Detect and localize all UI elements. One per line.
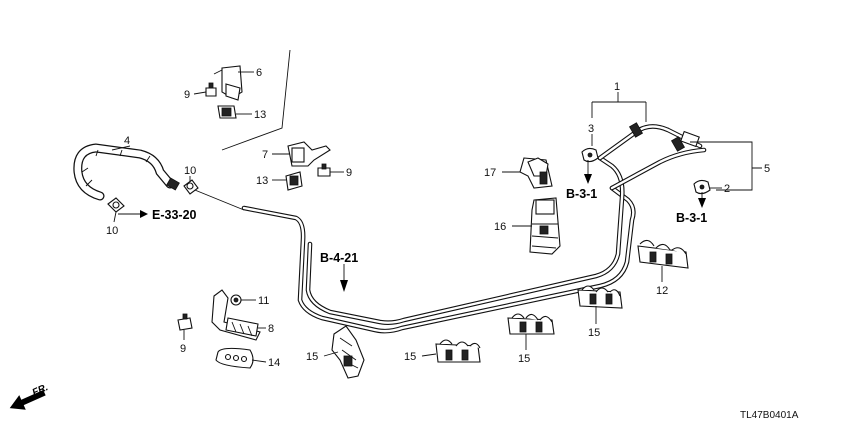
callout-13-top: 13	[254, 109, 266, 121]
bracket-7	[287, 141, 331, 167]
callout-3: 3	[588, 123, 594, 135]
bracket-6	[213, 65, 243, 101]
callout-16: 16	[494, 221, 506, 233]
bolt-9-lower	[177, 313, 193, 331]
nut-11	[230, 294, 242, 306]
ref-e-33-20: E-33-20	[152, 208, 197, 222]
main-fuel-pipe	[184, 185, 636, 334]
callout-9-lower: 9	[180, 343, 186, 355]
divider-line	[221, 49, 291, 151]
callout-17: 17	[484, 167, 496, 179]
diagram-code: TL47B0401A	[740, 410, 799, 421]
clip-13-middle	[285, 171, 303, 191]
clip-2	[693, 179, 711, 195]
clip-13-top	[217, 105, 237, 119]
hose-clip-lower	[107, 197, 125, 213]
ref-arrow-e-33-20	[118, 210, 148, 218]
callout-15-a: 15	[306, 351, 318, 363]
callout-9-top: 9	[184, 89, 190, 101]
callout-11: 11	[258, 295, 269, 307]
callout-12: 12	[656, 285, 668, 297]
bolt-9-middle	[317, 163, 331, 177]
pipe-clamp-15-d	[577, 285, 623, 309]
ref-arrow-b-3-1-left	[584, 160, 592, 184]
pipe-clamp-15-a	[331, 325, 365, 379]
return-fuel-pipe	[305, 155, 625, 325]
reference-labels: E-33-20 B-4-21 B-3-1 B-3-1	[152, 187, 707, 265]
hose-clip-upper	[183, 179, 199, 195]
ref-b-3-1-left: B-3-1	[566, 187, 597, 201]
ref-b-3-1-right: B-3-1	[676, 211, 707, 225]
front-direction-label: FR.	[31, 382, 50, 399]
pipe-clamp-12	[637, 239, 689, 269]
callout-15-b: 15	[404, 351, 416, 363]
callout-6: 6	[256, 67, 262, 79]
callout-5: 5	[764, 163, 770, 175]
callout-2: 2	[724, 183, 730, 195]
callout-8: 8	[268, 323, 274, 335]
callout-10-upper: 10	[184, 165, 196, 177]
callout-7: 7	[262, 149, 268, 161]
grommet-14	[215, 347, 254, 369]
ref-b-4-21: B-4-21	[320, 251, 358, 265]
callout-13-middle: 13	[256, 175, 268, 187]
callout-9-middle: 9	[346, 167, 352, 179]
front-direction-arrow	[9, 389, 46, 410]
bolt-9-top	[205, 82, 217, 97]
ref-arrow-b-3-1-right	[698, 192, 706, 208]
clip-3	[581, 147, 599, 163]
callout-4: 4	[124, 135, 130, 147]
bracket-8	[211, 289, 261, 341]
pipe-clamp-15-c	[507, 313, 555, 335]
leader-lines	[111, 71, 762, 363]
callout-14: 14	[268, 357, 280, 369]
upper-pipe-assembly	[597, 122, 707, 191]
pipe-holder-17	[519, 157, 553, 189]
pipe-clamp-15-b	[435, 339, 481, 363]
callout-15-c: 15	[518, 353, 530, 365]
callout-labels: 1 2 3 4 5 6 7 8 9 9 9 10 10 11 12 13 13 …	[106, 67, 770, 369]
callout-10-lower: 10	[106, 225, 118, 237]
ref-arrow-b-4-21	[340, 264, 348, 292]
callout-1: 1	[614, 81, 620, 93]
fuel-hose	[73, 143, 180, 201]
pipe-holder-16	[529, 197, 561, 255]
callout-15-d: 15	[588, 327, 600, 339]
